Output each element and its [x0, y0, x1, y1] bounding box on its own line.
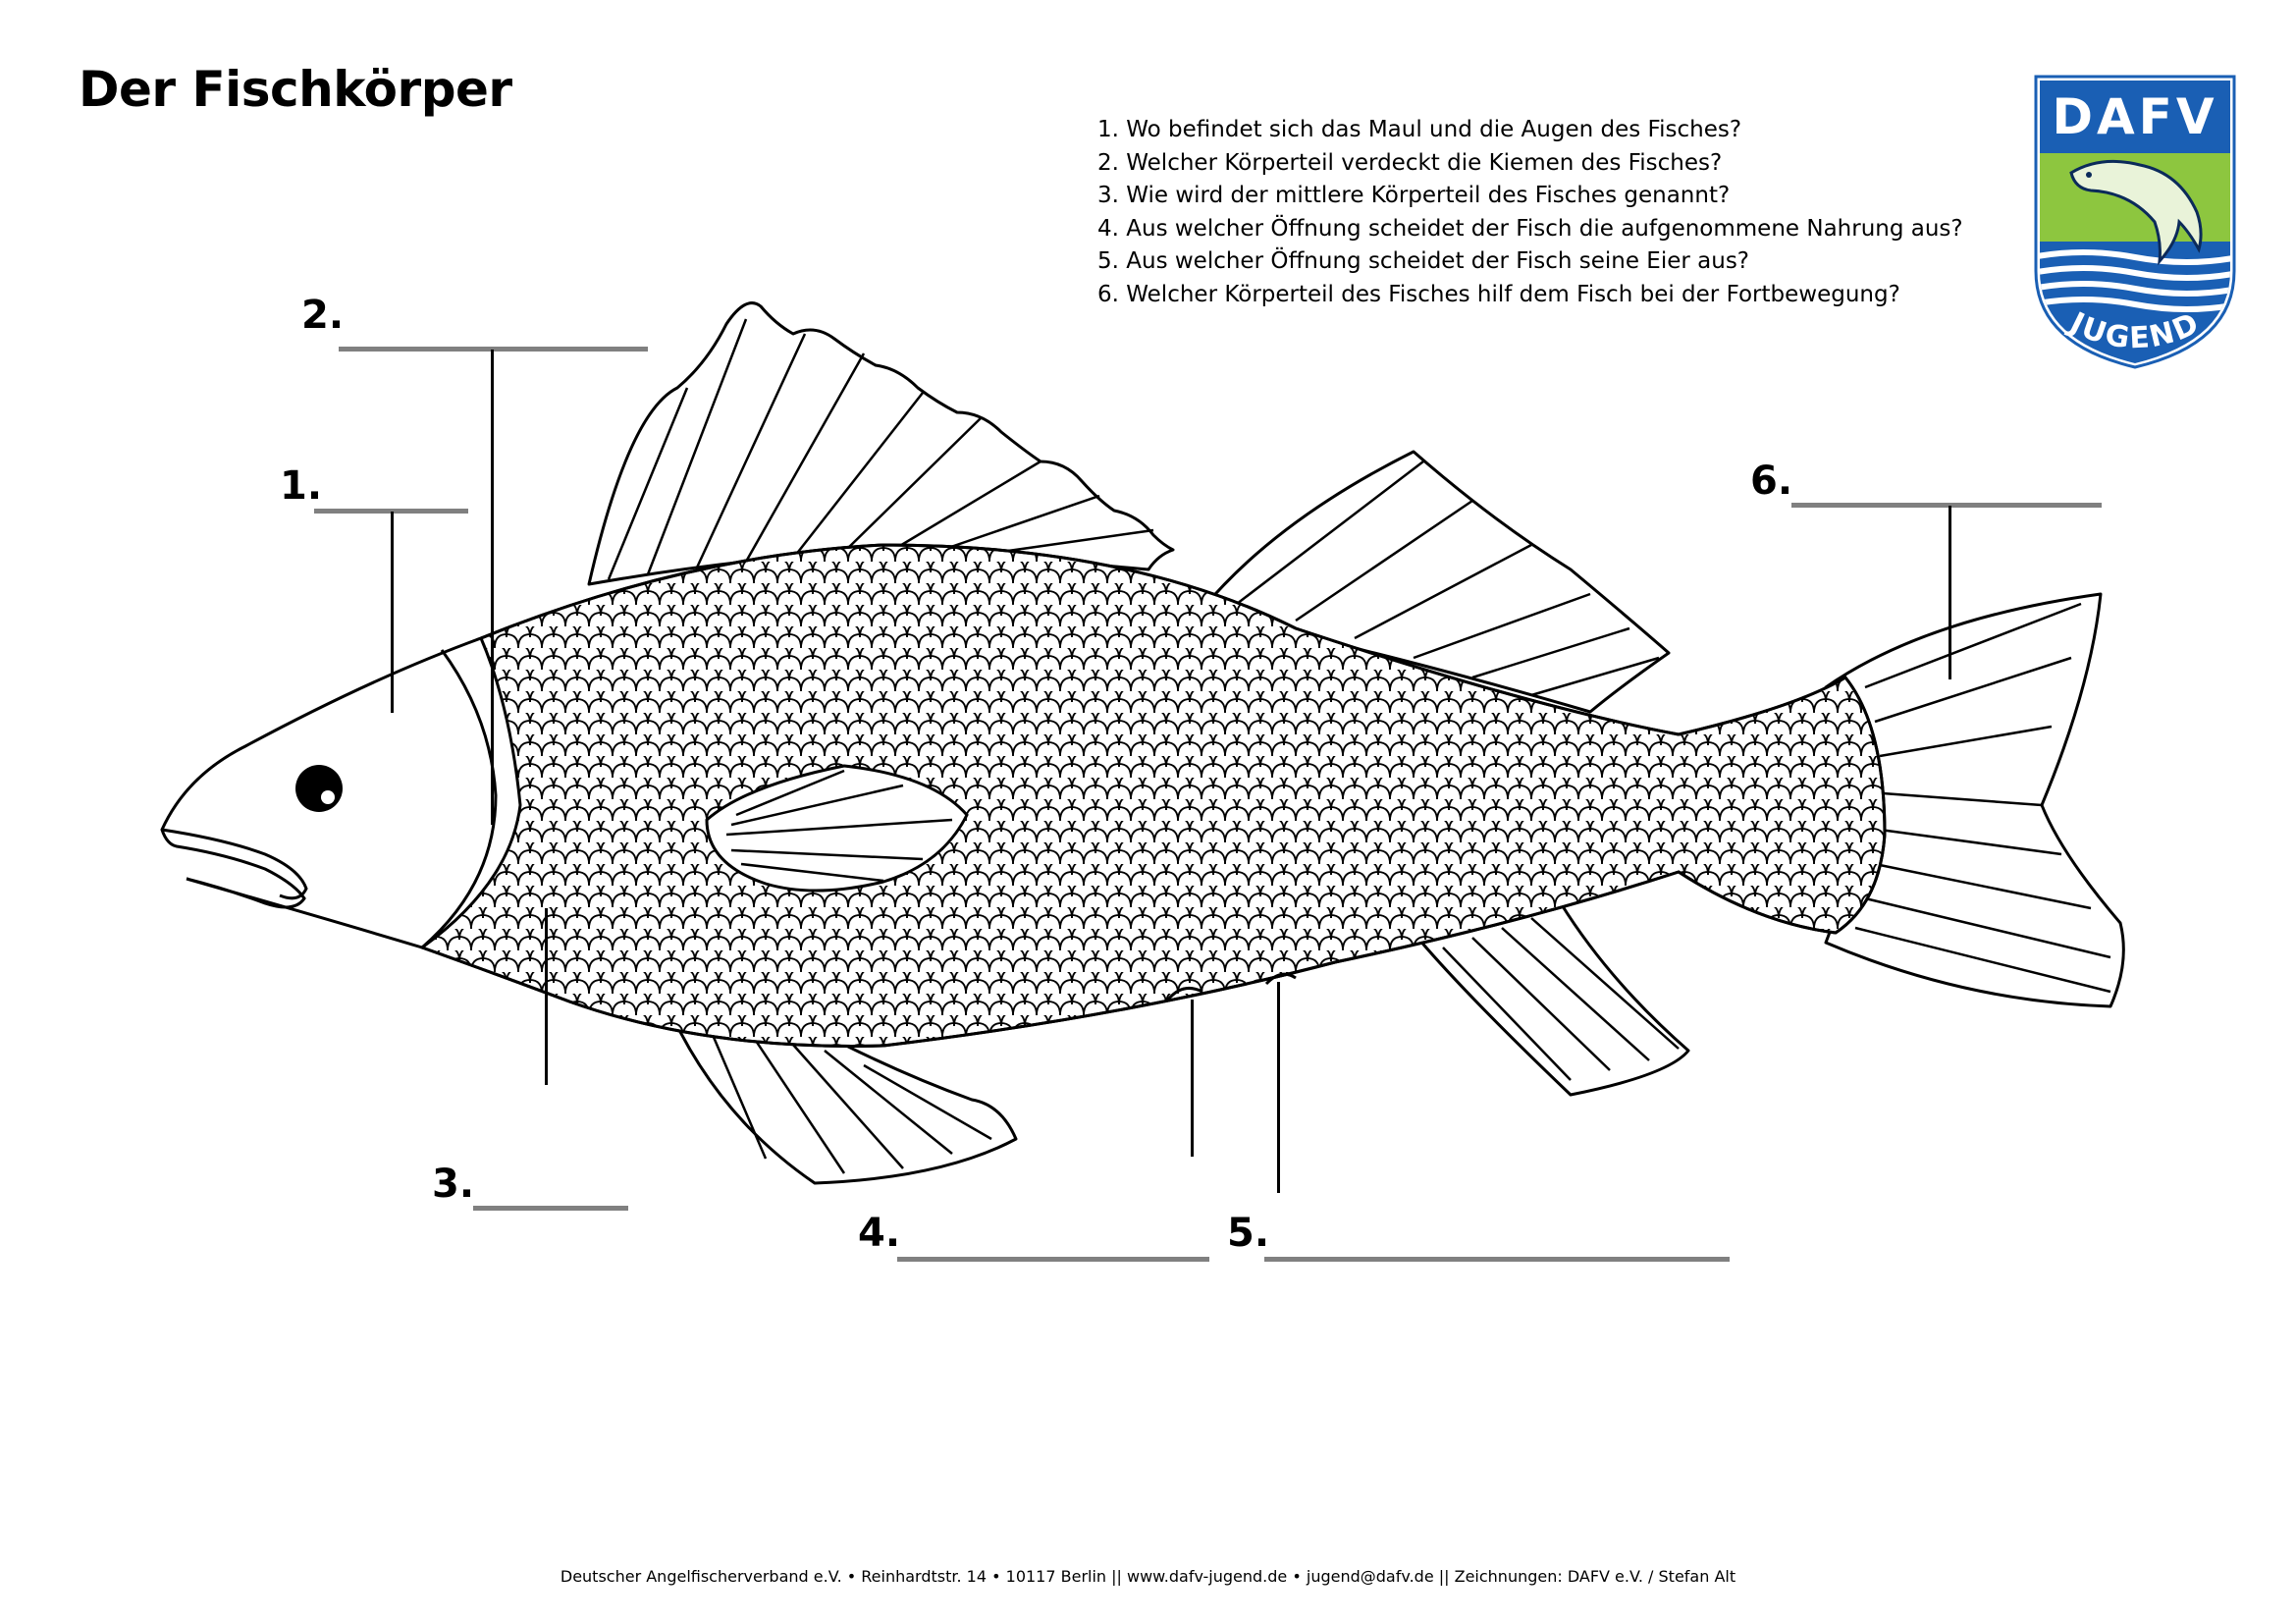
question-6: 6. Welcher Körperteil des Fisches hilf d… — [1097, 281, 1900, 307]
answer-blank-4[interactable] — [897, 1257, 1209, 1262]
answer-blank-6[interactable] — [1791, 503, 2102, 508]
question-3: 3. Wie wird der mittlere Körperteil des … — [1097, 183, 1731, 208]
dorsal-fin — [587, 301, 1175, 586]
answer-blank-3[interactable] — [473, 1206, 628, 1211]
leader-line-1 — [391, 512, 394, 713]
page-title: Der Fischkörper — [79, 61, 512, 118]
fish-mouth — [161, 828, 308, 900]
logo-top-text: DAFV — [2052, 88, 2217, 145]
anal-fin — [1412, 901, 1690, 1097]
trout-logo-icon — [2069, 159, 2203, 266]
label-2: 2. — [301, 293, 345, 338]
dafv-jugend-logo: DAFV JUGEND — [2034, 75, 2236, 369]
label-1: 1. — [280, 463, 323, 509]
leader-line-2 — [491, 350, 494, 825]
leader-line-6 — [1949, 506, 1951, 679]
page-footer: Deutscher Angelfischerverband e.V. • Rei… — [560, 1567, 1736, 1586]
question-1: 1. Wo befindet sich das Maul und die Aug… — [1097, 117, 1742, 142]
leader-line-4 — [1191, 1000, 1194, 1157]
question-2: 2. Welcher Körperteil verdeckt die Kieme… — [1097, 149, 1723, 176]
fish-eye — [295, 765, 343, 812]
label-3: 3. — [432, 1162, 475, 1207]
answer-blank-1[interactable] — [314, 509, 468, 514]
leader-line-3 — [545, 908, 548, 1085]
answer-blank-2[interactable] — [339, 347, 648, 352]
answer-blank-5[interactable] — [1264, 1257, 1730, 1262]
question-4: 4. Aus welcher Öffnung scheidet der Fisc… — [1097, 215, 1963, 242]
label-4: 4. — [858, 1211, 901, 1256]
label-6: 6. — [1750, 459, 1793, 504]
label-5: 5. — [1227, 1211, 1270, 1256]
leader-line-5 — [1277, 982, 1280, 1193]
question-5: 5. Aus welcher Öffnung scheidet der Fisc… — [1097, 248, 1750, 274]
question-list: 1. Wo befindet sich das Maul und die Aug… — [1097, 114, 1963, 311]
